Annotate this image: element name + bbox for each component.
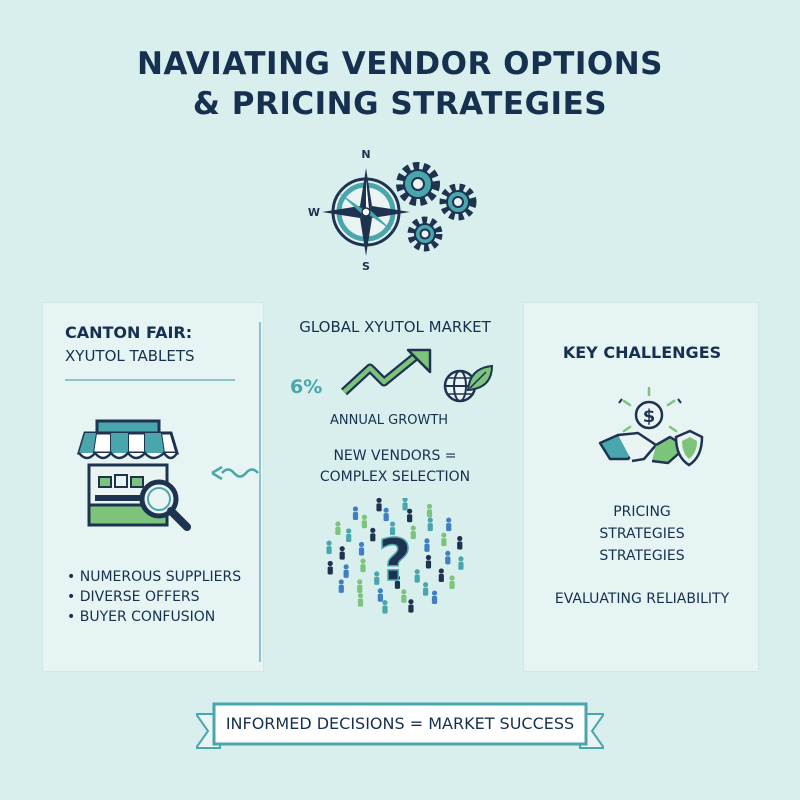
handshake-icon (598, 431, 688, 465)
person-figure (438, 568, 444, 583)
person-figure (408, 599, 414, 613)
canton-fair-bullets: NUMEROUS SUPPLIERS DIVERSE OFFERS BUYER … (67, 567, 241, 627)
divider-left (259, 322, 261, 662)
market-stall-icon (76, 419, 191, 531)
person-figure (335, 521, 341, 535)
strategy-line: PRICING (613, 504, 671, 520)
person-figure (407, 508, 413, 523)
compass-west: W (308, 206, 320, 219)
person-figure (431, 590, 438, 605)
trend-arrow-icon (340, 348, 432, 396)
person-figure (383, 507, 389, 522)
svg-text:?: ? (378, 526, 412, 594)
bullet-item: BUYER CONFUSION (67, 607, 241, 627)
person-figure (394, 575, 401, 589)
person-figure (346, 528, 352, 542)
person-figure (338, 579, 344, 593)
global-market-heading: GLOBAL XYUTOL MARKET (299, 318, 491, 336)
magnifier-icon (139, 479, 191, 531)
title-line-2: & PRICING STRATEGIES (192, 86, 608, 122)
pricing-strategies-text: PRICING STRATEGIES STRATEGIES (524, 501, 760, 567)
new-vendors-text: NEW VENDORS = COMPLEX SELECTION (280, 446, 510, 488)
person-figure (389, 521, 396, 536)
strategy-line: STRATEGIES (599, 526, 685, 542)
compass-icon (322, 168, 410, 256)
person-figure (446, 517, 452, 532)
evaluating-reliability-text: EVALUATING RELIABILITY (554, 591, 730, 607)
bullet-item: NUMEROUS SUPPLIERS (67, 567, 241, 587)
compass-north: N (361, 148, 370, 161)
person-figure (445, 550, 451, 565)
person-figure (327, 560, 333, 575)
person-figure (426, 503, 433, 518)
person-figure (425, 554, 432, 569)
question-mark-icon: ? (377, 525, 412, 595)
person-figure (377, 588, 383, 602)
page-title: NAVIATING VENDOR OPTIONS & PRICING STRAT… (0, 44, 800, 124)
dollar-coin-icon: $ (618, 386, 682, 433)
person-figure (382, 600, 388, 614)
new-vendors-line-2: COMPLEX SELECTION (319, 469, 471, 485)
person-figure (358, 541, 365, 556)
left-divider-rule (65, 379, 235, 381)
banner-text: INFORMED DECISIONS = MARKET SUCCESS (225, 714, 575, 733)
person-figure (424, 538, 430, 552)
person-figure (370, 527, 376, 542)
person-figure (326, 540, 332, 555)
person-figure (457, 535, 463, 550)
person-figure (357, 593, 364, 607)
person-figure (374, 571, 380, 585)
person-figure (410, 525, 416, 540)
new-vendors-line-1: NEW VENDORS = (333, 448, 457, 464)
person-figure (339, 546, 345, 560)
compass-south: S (362, 260, 370, 273)
person-figure (414, 569, 420, 583)
person-figure (357, 579, 363, 593)
person-figure (427, 517, 433, 532)
person-figure (360, 558, 366, 573)
title-line-1: NAVIATING VENDOR OPTIONS (136, 46, 664, 82)
person-figure (423, 582, 429, 596)
growth-value: 6% (290, 376, 323, 398)
person-figure (343, 564, 349, 578)
compass-gears-illustration: N W S (308, 148, 477, 273)
wavy-arrow-icon (211, 465, 259, 481)
shield-icon (674, 429, 704, 467)
person-figure (401, 589, 407, 603)
key-challenges-panel: KEY CHALLENGES $ PRICING STRATEGIES STRA… (523, 302, 759, 672)
bullet-item: DIVERSE OFFERS (67, 587, 241, 607)
gears-icon (396, 162, 477, 252)
canton-fair-panel: CANTON FAIR: XYUTOL TABLETS NUMEROUS SUP… (42, 302, 264, 672)
xyutol-tablets-subheading: XYUTOL TABLETS (65, 347, 195, 365)
canton-fair-heading: CANTON FAIR: (65, 323, 193, 342)
person-figure (449, 575, 455, 590)
person-figure (458, 556, 464, 570)
person-figure (352, 506, 359, 520)
globe-leaf-icon (443, 364, 494, 403)
growth-label: ANNUAL GROWTH (330, 413, 449, 428)
key-challenges-heading: KEY CHALLENGES (562, 343, 722, 362)
person-figure (402, 498, 408, 511)
person-figure (441, 532, 447, 547)
svg-text:$: $ (643, 406, 656, 427)
person-figure (361, 514, 367, 529)
crowd-icon: ? (326, 498, 464, 614)
handshake-illustration: $ (598, 386, 704, 467)
person-figure (376, 498, 382, 512)
conclusion-banner (196, 702, 604, 749)
strategy-line: STRATEGIES (599, 548, 685, 564)
